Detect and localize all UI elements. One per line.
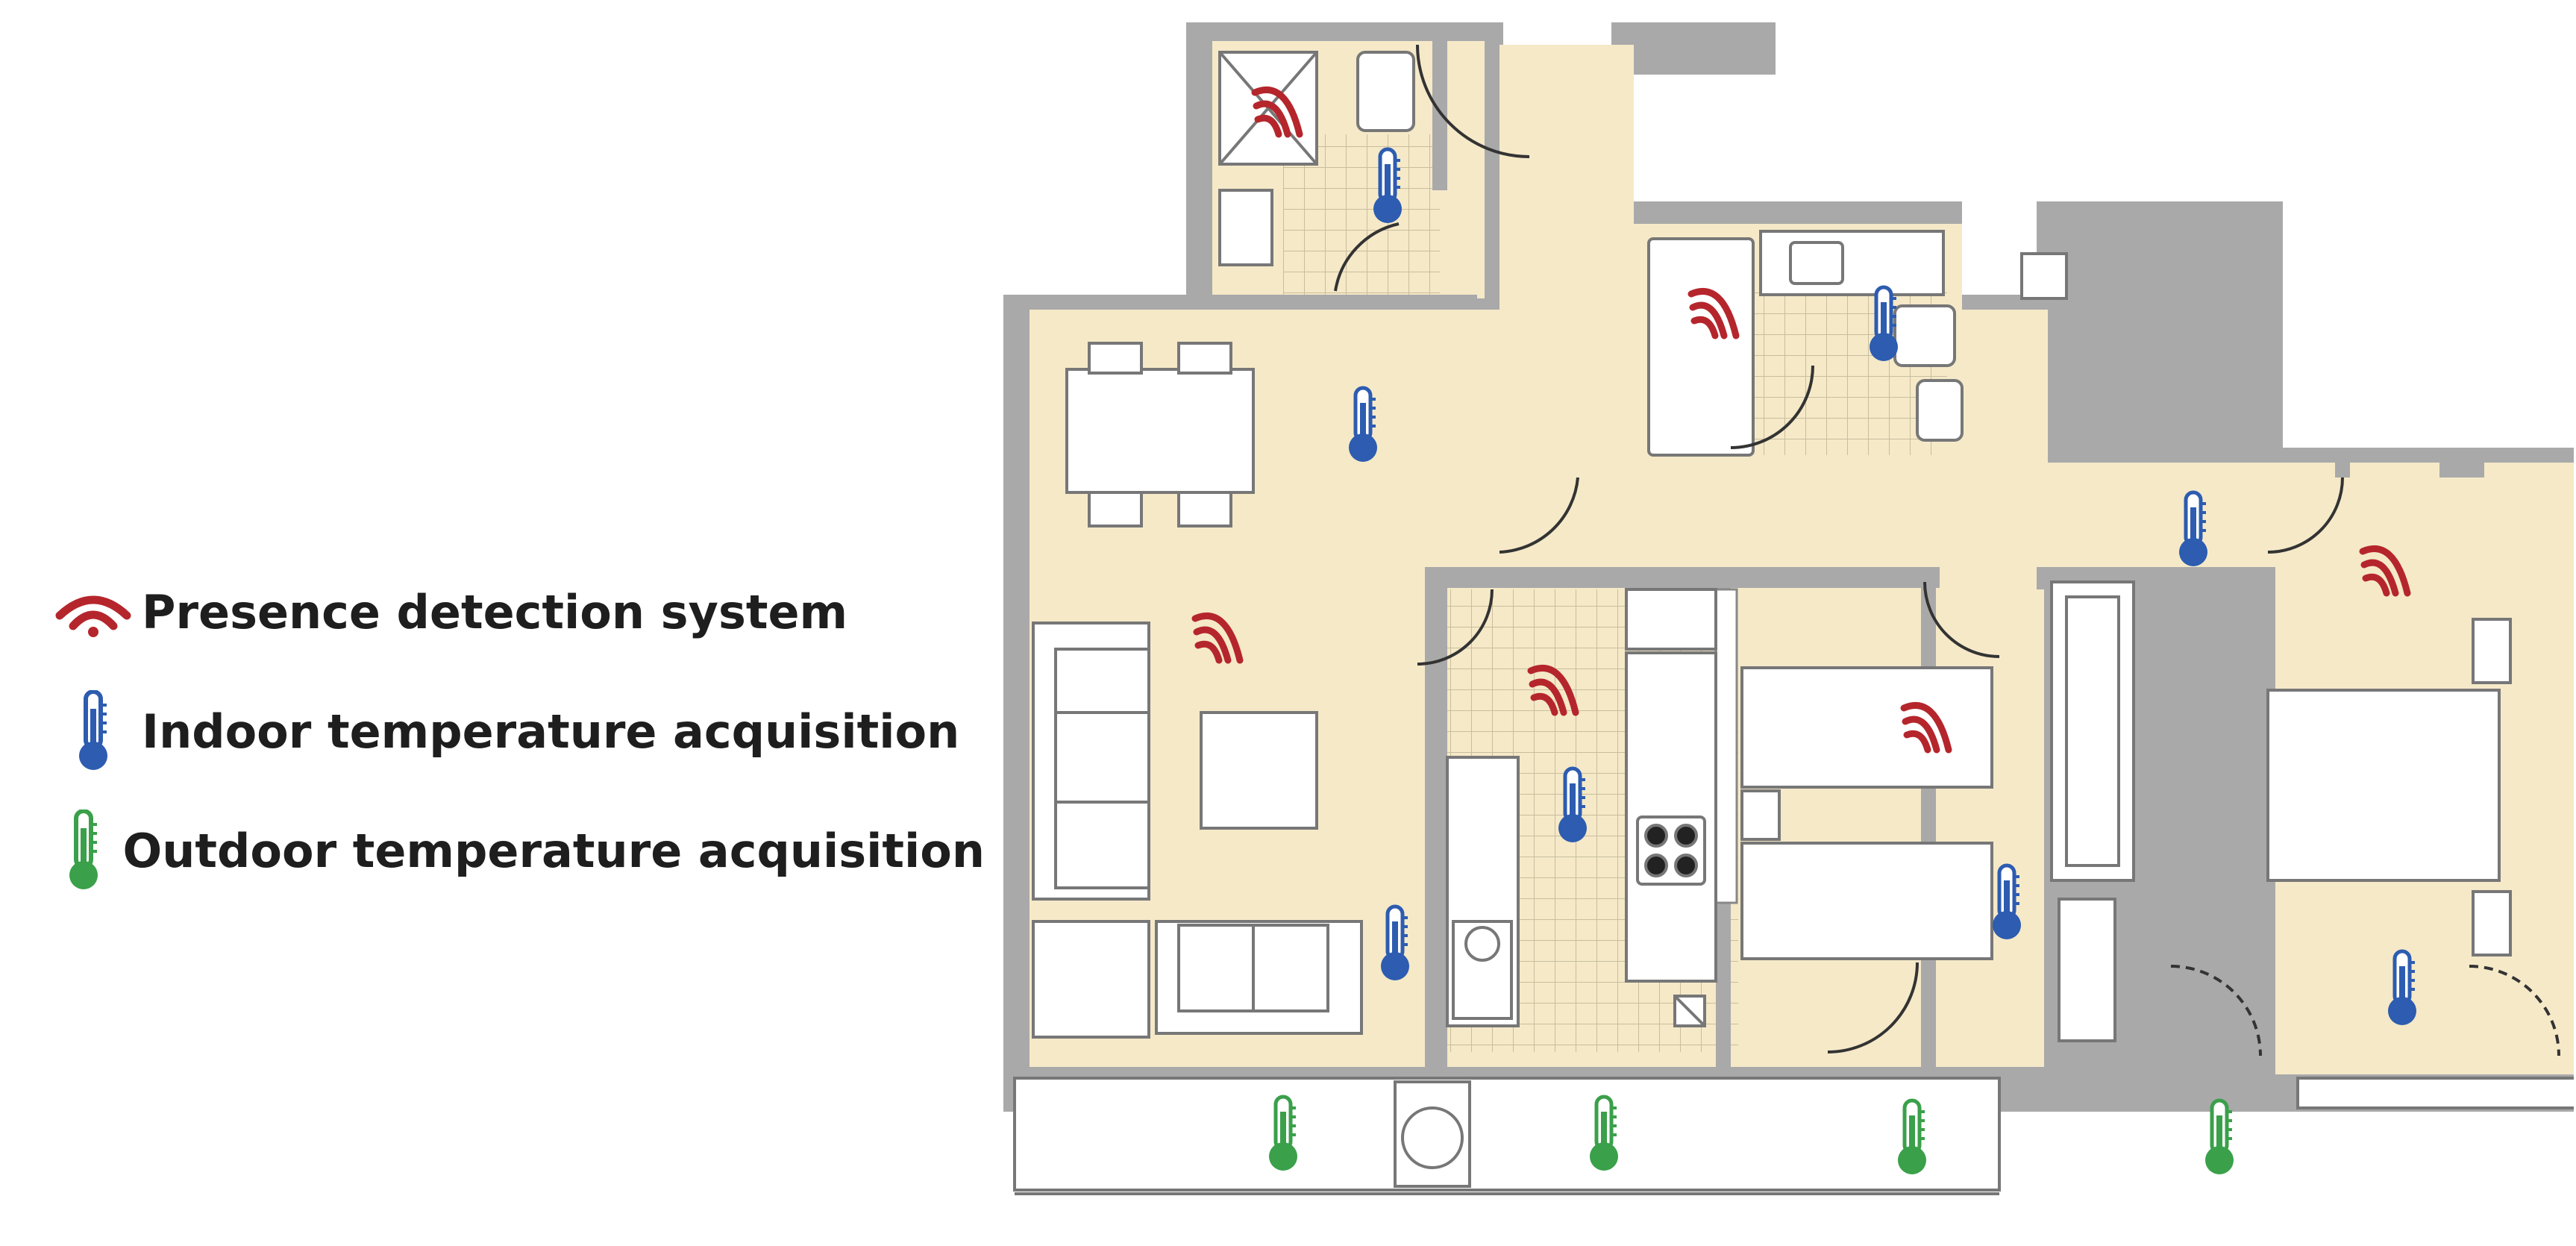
legend-item-presence: Presence detection system [45,552,985,671]
legend: Presence detection system Indoor tempera… [45,552,985,910]
kitchen-fixtures [1446,588,1717,1027]
sofa-and-table [1032,622,1363,1039]
bedroom-2-beds [1740,666,1993,960]
legend-item-outdoor: Outdoor temperature acquisition [45,791,985,910]
wifi-signal-icon [45,586,142,638]
legend-item-indoor: Indoor temperature acquisition [45,671,985,791]
bathroom-1-fixtures [1218,51,1415,266]
legend-label-outdoor: Outdoor temperature acquisition [122,823,985,878]
thermometer-icon [45,690,142,772]
bathroom-2-fixtures [1647,230,2068,457]
doors [1334,44,2560,1056]
master-bedroom-furniture [2050,580,2512,1042]
thermometer-icon [45,810,123,892]
legend-label-indoor: Indoor temperature acquisition [142,704,960,759]
dining-table [1065,342,1255,527]
balcony [1013,1077,2574,1195]
floor-plan [1003,22,2574,1195]
legend-label-presence: Presence detection system [142,584,848,639]
